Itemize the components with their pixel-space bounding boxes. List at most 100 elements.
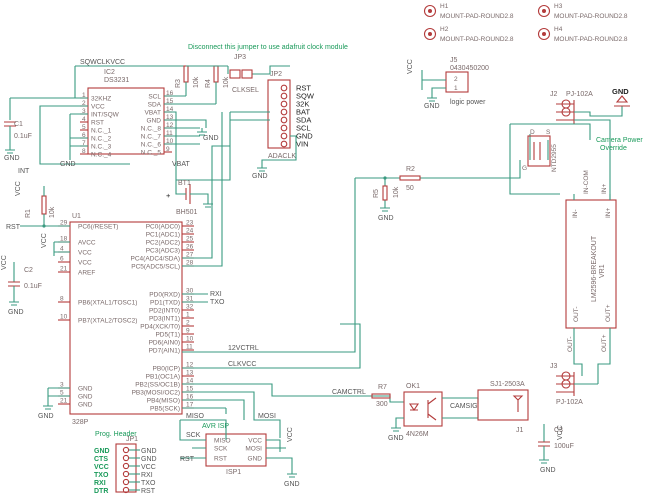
jp1-net-label: RXI [141,472,153,479]
q-value: NTD2955 [551,144,558,172]
ic2-pin-name: SDA [148,102,162,109]
r2-value: 50 [406,185,414,192]
u1-pin-num: 5 [60,390,64,397]
jp2-pin-pad [280,84,288,92]
u1-pin-name: PB4(MISO) [147,398,180,405]
ic2-pin-num: 6 [82,132,86,139]
mount-pad-h2: H2 MOUNT-PAD-ROUND2.8 [423,26,514,43]
jp1-net-label: VCC [141,464,156,471]
ok1-value: 4N26M [406,431,429,438]
u1-pin-name: VCC [78,260,92,267]
vr1-in-plus: IN+ [605,208,612,219]
vr1-in-minus: IN- [572,209,579,218]
mount-pad-h4: H4 MOUNT-PAD-ROUND2.8 [537,26,628,43]
gnd-jp2 [257,167,267,172]
wire-r2 [355,160,521,179]
wire-isp-right [266,439,293,474]
vr1-out-minus: OUT- [573,306,580,322]
net-12vctrl: 12VCTRL [228,345,259,352]
q-in-label: IN-COM [583,170,590,194]
r7-ref: R7 [378,384,387,391]
wire-jp2-i2c [176,111,270,181]
ic2-pin-num: 5 [82,124,86,131]
net-rxi: RXI [210,291,222,298]
c2-value: 0.1uF [24,283,42,290]
u1-pin-num: 23 [186,220,194,227]
ic2-pin-num: 16 [166,90,174,97]
jp2-pin-label: GND [296,132,313,141]
q-g-label: G [522,165,527,172]
gnd-ic2-right [197,128,207,136]
isp-vcc: VCC [287,427,294,442]
net-rst-u1: RST [6,224,21,231]
ic2-pin-name: N.C._7 [141,134,162,141]
u1-pin-num: 21 [60,266,68,273]
c3-gnd: GND [540,467,556,474]
vr1-out-plus-net: OUT+ [601,334,608,352]
ic2-pin-name: SCL [148,94,161,101]
u1-328p: U1 328P PC6(/RESET)29AVCC18VCC4VCC6AREF2… [58,213,194,426]
wire-isp-bus [182,391,281,438]
mount-pad-h2-value: MOUNT-PAD-ROUND2.8 [440,36,514,43]
ic2-pin-name: VCC [91,104,105,111]
jp2-pin-pad [280,116,288,124]
wire-r7-ok1 [370,395,404,403]
mount-pad-h4-ref: H4 [554,26,563,33]
vr1-out-minus-net: OUT- [567,336,574,352]
c3: C3 100uF VCC GND [538,424,574,474]
isp1-ref: ISP1 [226,469,241,476]
mount-pad-h1: H1 MOUNT-PAD-ROUND2.8 [423,3,514,20]
mount-pad-h3-value: MOUNT-PAD-ROUND2.8 [554,13,628,20]
isp-pin-left: SCK [214,446,228,453]
u1-pin-num: 2 [186,320,190,327]
net-txo: TXO [210,299,225,306]
r5-ref: R5 [373,189,380,198]
u1-pin-name: AREF [78,270,95,277]
c1-value: 0.1uF [14,133,32,140]
r3: R3 10k [175,65,200,88]
q-d-label: D [530,129,535,136]
camera-override-1: Camera Power [596,137,643,144]
wire-j2 [574,106,623,200]
u1-pin-num: 8 [60,296,64,303]
isp-pin-left: MISO [214,438,231,445]
j1-audio: SJ1-2503A J1 [477,381,529,434]
wire-jp2-gnd [261,135,297,168]
u1-pin-name: PC5(ADC5/SCL) [131,264,180,271]
wire-c1-vcc [9,97,75,120]
j2-jack: J2 PJ-102A [550,91,593,124]
u1-pin-num: 31 [186,296,194,303]
ic2-pin-name: N.C._4 [91,152,112,159]
wire-12vctrl [182,178,356,353]
ic2-pin-num: 3 [82,108,86,115]
q-mosfet: D S G NTD2955 IN-COM IN+ [522,129,608,194]
mount-pad-h3-ref: H3 [554,3,563,10]
u1-right-pins: PC0(ADC0)23PC1(ADC1)24PC2(ADC2)25PC3(ADC… [131,220,194,413]
r7-value: 300 [376,401,388,408]
ic2-pin-name: VBAT [145,110,162,117]
gnd-symbol-power [614,95,630,107]
u1-pin-name: PB0(ICP) [153,366,180,373]
u1-pin-name: PD1(TXD) [150,300,180,307]
u1-pin-num: 15 [186,386,194,393]
gnd-isp [287,473,297,478]
u1-pin-name: PB1(OC1A) [146,374,180,381]
u1-pin-name: GND [78,394,93,401]
u1-pin-name: PD6(AIN0) [149,340,180,347]
jp1-net-label: GND [141,448,157,455]
ic2-pin-num: 15 [166,98,174,105]
u1-pin-name: VCC [78,250,92,257]
wire-i2c-pullups [164,82,217,105]
ic2-pin-num: 8 [82,148,86,155]
u1-pin-num: 10 [60,314,68,321]
isp-pin-right: GND [248,456,263,463]
u1-pin-num: 25 [186,236,194,243]
u1-pin-name: PD5(T1) [155,332,180,339]
c2-gnd: GND [8,309,24,316]
u1-pin-num: 16 [186,394,194,401]
ic2-pin-name: 32KHZ [91,96,111,103]
